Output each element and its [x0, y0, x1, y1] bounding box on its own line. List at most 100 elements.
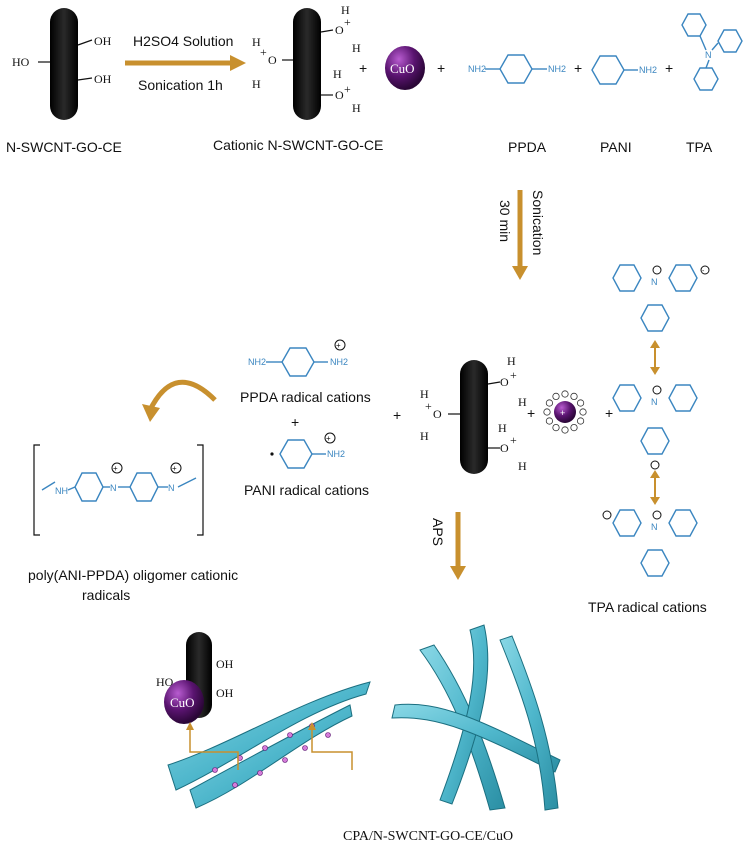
- cuo-particle-dot: [287, 732, 293, 738]
- aps-label: APS: [430, 518, 446, 546]
- svg-text:O: O: [335, 88, 344, 102]
- ho-label-1: HO: [12, 55, 30, 69]
- svg-text:+: +: [113, 464, 118, 473]
- sonication-1h-label: Sonication 1h: [138, 77, 223, 93]
- ppda-radical-label: PPDA radical cations: [240, 389, 371, 405]
- negative-charge-icon: [570, 392, 578, 401]
- plus-5: +: [291, 414, 299, 430]
- negative-charge-icon: [545, 399, 554, 407]
- tpa-radical-structure-1: N -: [612, 264, 710, 332]
- plus-8: +: [605, 405, 613, 421]
- svg-text:N: N: [651, 277, 658, 287]
- resonance-arrow-2: [650, 470, 660, 505]
- svg-text:OH: OH: [216, 686, 234, 700]
- svg-text:CuO: CuO: [390, 61, 415, 76]
- cationic-label: Cationic N-SWCNT-GO-CE: [213, 137, 383, 153]
- svg-text:N: N: [168, 483, 175, 493]
- hydronium-group-2: O + H H: [333, 67, 361, 115]
- cuo-sphere-1: CuO: [385, 46, 425, 90]
- plus-1: +: [359, 60, 367, 76]
- cuo-particle-dot: [282, 757, 288, 763]
- pointer-line-2: [308, 722, 353, 770]
- plus-7: +: [527, 405, 535, 421]
- tpa-radical-structure-2: N: [612, 384, 698, 470]
- resonance-arrow-1: [650, 340, 660, 375]
- svg-text:H: H: [420, 429, 429, 443]
- plus-2: +: [437, 60, 445, 76]
- svg-text:+: +: [510, 368, 517, 382]
- reaction-arrow-2: [512, 190, 528, 280]
- svg-text:OH: OH: [216, 657, 234, 671]
- ppda-molecule: NH2 NH2: [468, 54, 566, 84]
- oligomer-structure: NH N + N +: [33, 444, 204, 536]
- cationic-tube: [282, 8, 334, 120]
- ppda-radical-molecule: NH2 NH2 +: [248, 339, 348, 377]
- curved-arrow: [142, 379, 217, 422]
- negative-charge-icon: [552, 392, 560, 401]
- svg-text:H: H: [498, 421, 507, 435]
- svg-text:NH: NH: [55, 486, 68, 496]
- svg-text:NH2: NH2: [248, 357, 266, 367]
- reaction-arrow-3: [450, 512, 466, 580]
- pani-radical-molecule: NH2 +: [270, 432, 345, 469]
- svg-text:H: H: [333, 67, 342, 81]
- nswcnt-label: N-SWCNT-GO-CE: [6, 139, 122, 155]
- hydronium-group-3: O + H H: [252, 35, 277, 91]
- cuo-particle-dot: [232, 782, 238, 788]
- svg-text:N: N: [705, 50, 712, 60]
- oligomer-label-line2: radicals: [82, 587, 130, 603]
- tpa-molecule: N: [681, 13, 743, 91]
- cuo-particle-dot: [212, 767, 218, 773]
- svg-text:HO: HO: [156, 675, 174, 689]
- svg-text:NH2: NH2: [548, 64, 566, 74]
- negative-charge-icon: [579, 408, 587, 416]
- pani-radical-label: PANI radical cations: [244, 482, 369, 498]
- polymer-fiber-bundle: [391, 624, 561, 811]
- oh-label-1: OH: [94, 34, 112, 48]
- tpa-label: TPA: [686, 139, 713, 155]
- svg-text:NH2: NH2: [327, 449, 345, 459]
- svg-text:N: N: [110, 483, 117, 493]
- ppda-label: PPDA: [508, 139, 547, 155]
- svg-text:H: H: [518, 395, 527, 409]
- cuo-particle-dot: [262, 745, 268, 751]
- svg-text:CuO: CuO: [170, 695, 195, 710]
- negative-charge-icon: [545, 417, 554, 425]
- oh-label-2: OH: [94, 72, 112, 86]
- pani-molecule: NH2: [591, 55, 657, 85]
- svg-text:+: +: [510, 433, 517, 447]
- svg-text:H: H: [352, 41, 361, 55]
- svg-text:NH2: NH2: [468, 64, 486, 74]
- cuo-particle-dot: [302, 745, 308, 751]
- svg-text:+: +: [344, 15, 351, 29]
- reaction-arrow-1: [125, 55, 246, 71]
- cuo-particle-dot: [257, 770, 263, 776]
- svg-text:NH2: NH2: [330, 357, 348, 367]
- tpa-radical-label: TPA radical cations: [588, 599, 707, 615]
- svg-text:H: H: [518, 459, 527, 473]
- svg-text:+: +: [326, 434, 331, 443]
- negative-charge-icon: [576, 399, 585, 407]
- svg-text:O: O: [268, 53, 277, 67]
- cationic-tube-2: [448, 360, 501, 474]
- svg-text:N: N: [651, 522, 658, 532]
- hydronium-group-4: O + H H: [500, 354, 527, 409]
- negative-charge-icon: [570, 423, 578, 432]
- hydronium-group-5: O + H H: [498, 421, 527, 473]
- svg-text:+: +: [336, 341, 341, 350]
- svg-text:H: H: [252, 77, 261, 91]
- negative-charge-icon: [552, 423, 560, 432]
- thirty-min-label: 30 min: [497, 200, 513, 242]
- svg-text:+: +: [172, 464, 177, 473]
- svg-text:H: H: [420, 387, 429, 401]
- svg-text:O: O: [500, 375, 509, 389]
- svg-text:+: +: [260, 45, 267, 59]
- cuo-charged-sphere: +: [543, 390, 587, 434]
- svg-text:+: +: [560, 408, 565, 418]
- svg-text:H: H: [352, 101, 361, 115]
- svg-text:H: H: [341, 3, 350, 17]
- svg-text:N: N: [651, 397, 658, 407]
- oligomer-label-line1: poly(ANI-PPDA) oligomer cationic: [28, 567, 238, 583]
